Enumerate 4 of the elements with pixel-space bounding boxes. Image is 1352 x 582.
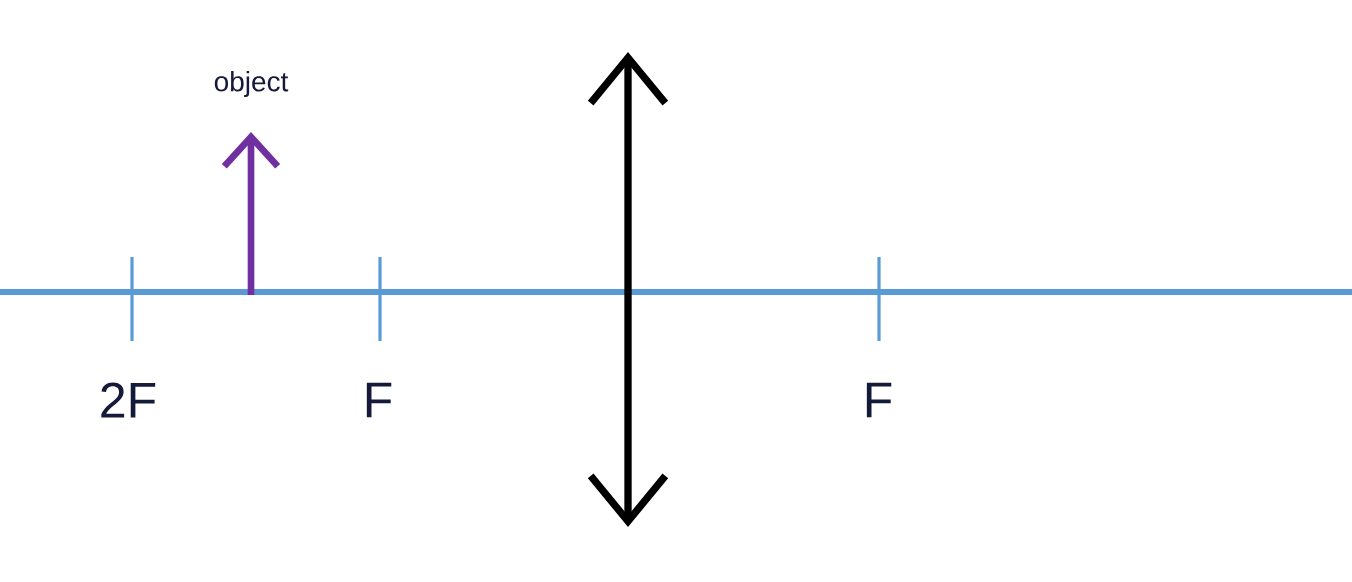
focal-point-label: F (366, 382, 392, 418)
object-label: object (214, 70, 289, 98)
focal-point-label: F (866, 382, 892, 418)
focal-point-label: 2F (101, 382, 156, 418)
